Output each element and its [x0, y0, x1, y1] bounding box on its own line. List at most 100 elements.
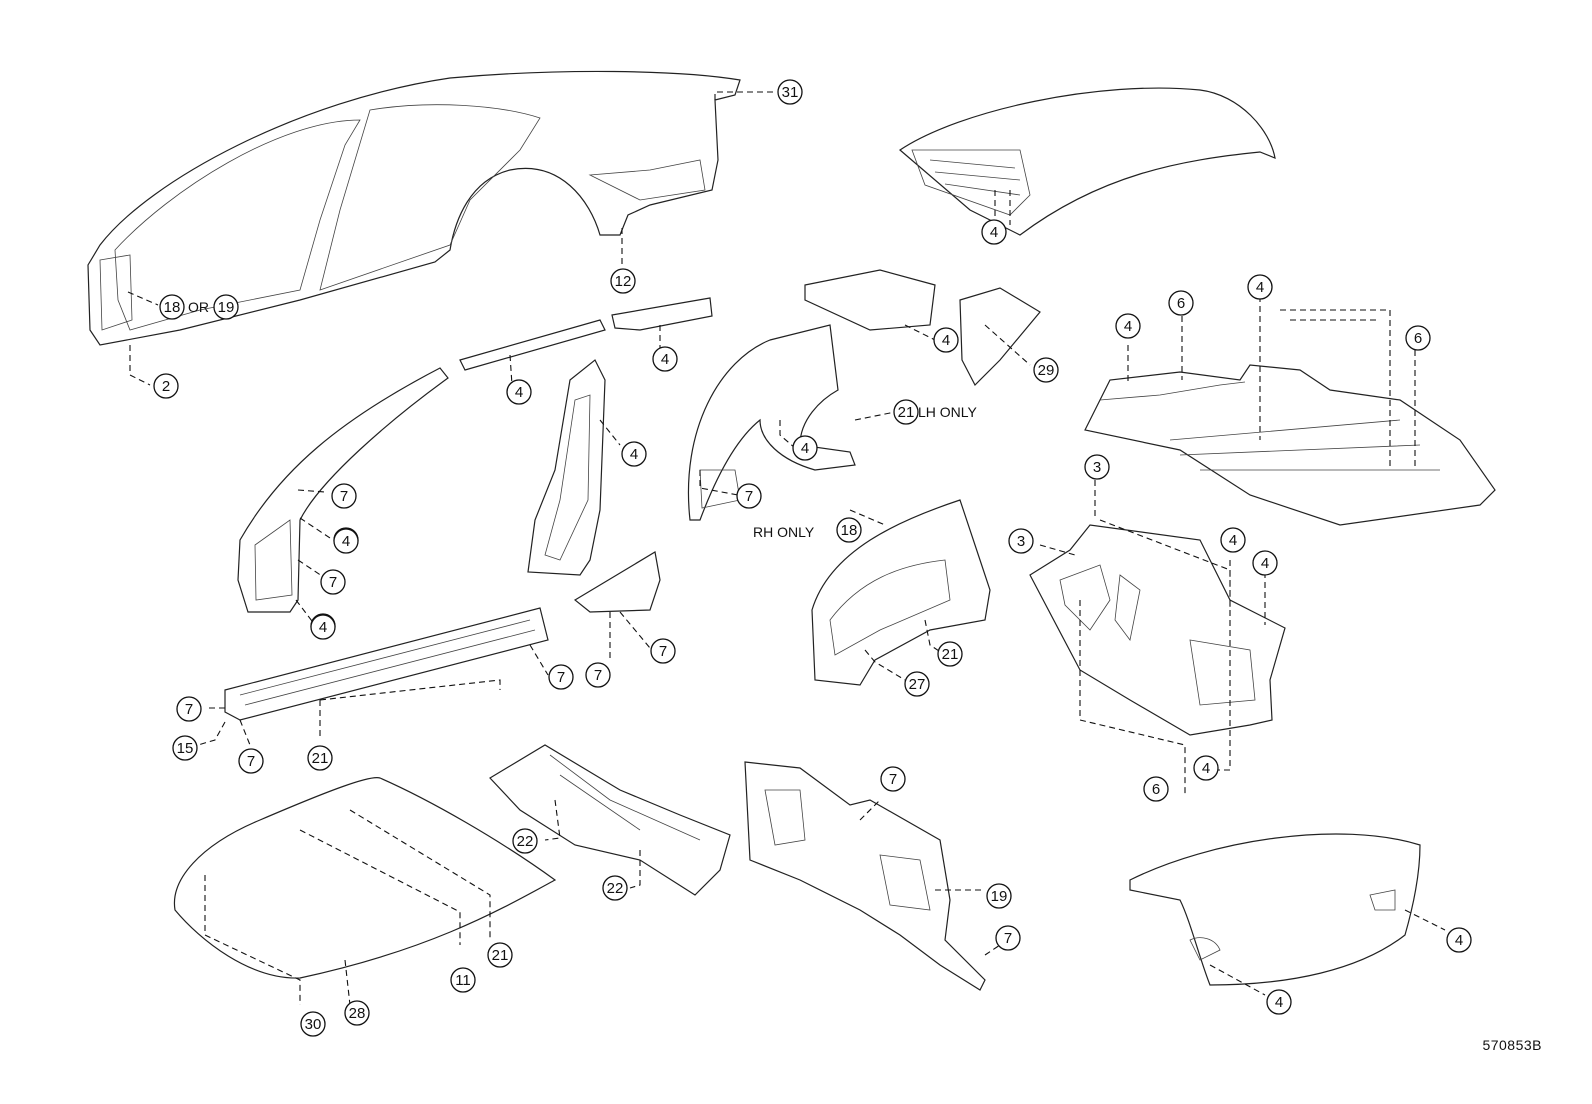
callout-21: 21 [893, 399, 919, 425]
callout-circle [610, 268, 636, 294]
side-sill [197, 551, 661, 746]
callout-circle [450, 967, 476, 993]
callout-circle [602, 875, 628, 901]
callout-22: 22 [602, 875, 628, 901]
callout-4: 4 [1220, 527, 1246, 553]
callout-19: 19 [986, 883, 1012, 909]
callout-6: 6 [1405, 325, 1431, 351]
callout-circle [1193, 755, 1219, 781]
callout-7: 7 [880, 766, 906, 792]
callout-circle [213, 294, 239, 320]
callout-circle [1115, 313, 1141, 339]
callout-18: 18 [159, 294, 185, 320]
callout-3: 3 [1084, 454, 1110, 480]
lh-only-note: LH ONLY [918, 404, 978, 420]
callout-number: 4 [1455, 932, 1463, 949]
callout-7: 7 [331, 483, 357, 509]
hood [173, 777, 557, 1006]
callout-7: 7 [548, 664, 574, 690]
callout-circle [1252, 550, 1278, 576]
callout-number: 30 [305, 1016, 322, 1033]
callout-number: 7 [889, 771, 897, 788]
callout-circle [836, 517, 862, 543]
callout-4: 4 [652, 346, 678, 372]
callout-number: 12 [615, 273, 632, 290]
callout-30: 30 [300, 1011, 326, 1037]
callout-4: 4 [1193, 755, 1219, 781]
body-side-outer-panel [87, 70, 741, 346]
callout-7: 7 [650, 638, 676, 664]
callout-number: 2 [162, 378, 170, 395]
callout-21: 21 [487, 942, 513, 968]
callout-number: 27 [909, 676, 926, 693]
callout-circle [1168, 290, 1194, 316]
rh-only-note: RH ONLY [753, 524, 815, 540]
callout-18: 18 [836, 517, 862, 543]
callout-number: 7 [745, 488, 753, 505]
callout-circle [344, 1000, 370, 1026]
callout-2: 2 [153, 373, 179, 399]
callout-7: 7 [995, 925, 1021, 951]
dash-panel [744, 761, 1001, 991]
callout-circle [621, 441, 647, 467]
callout-11: 11 [450, 967, 476, 993]
callout-number: 21 [942, 646, 959, 663]
center-pillar [527, 359, 621, 576]
callout-31: 31 [777, 79, 803, 105]
callout-circle [1266, 989, 1292, 1015]
callout-circle [506, 379, 532, 405]
callout-number: 19 [991, 888, 1008, 905]
callout-number: 7 [557, 669, 565, 686]
rear-body-panel [1029, 480, 1286, 795]
trunk-lid [1129, 833, 1446, 996]
callout-number: 4 [1261, 555, 1269, 572]
callout-circle [172, 735, 198, 761]
callout-circle [652, 346, 678, 372]
callout-number: 7 [185, 701, 193, 718]
callout-22: 22 [512, 828, 538, 854]
callout-circle [937, 641, 963, 667]
callout-circle [585, 662, 611, 688]
callout-circle [307, 745, 333, 771]
callout-circle [331, 483, 357, 509]
callout-circle [904, 671, 930, 697]
callout-4: 4 [1115, 313, 1141, 339]
callout-number: 4 [661, 351, 669, 368]
callout-circle [1143, 776, 1169, 802]
callout-circle [153, 373, 179, 399]
callout-circle [310, 614, 336, 640]
callout-number: 7 [329, 574, 337, 591]
cowl-top-panel [489, 744, 731, 896]
callout-number: 3 [1017, 533, 1025, 550]
callout-number: 4 [1124, 318, 1132, 335]
callout-6: 6 [1168, 290, 1194, 316]
callout-4: 4 [1446, 927, 1472, 953]
callout-19: 19 [213, 294, 239, 320]
callout-7: 7 [320, 569, 346, 595]
callout-number: 11 [455, 972, 471, 989]
callout-number: 28 [349, 1005, 366, 1022]
callout-circle [933, 327, 959, 353]
callout-number: 4 [1256, 279, 1264, 296]
diagram-code-label: 570853B [1482, 1037, 1542, 1053]
callout-4: 4 [981, 219, 1007, 245]
callout-circle [777, 79, 803, 105]
callout-circle [159, 294, 185, 320]
callout-7: 7 [176, 696, 202, 722]
roof-panel [899, 87, 1276, 236]
callout-4: 4 [333, 528, 359, 554]
callout-4: 4 [792, 435, 818, 461]
callout-circle [333, 528, 359, 554]
callout-circle [792, 435, 818, 461]
rear-floor-pan [1084, 296, 1496, 526]
callout-3: 3 [1008, 528, 1034, 554]
callout-circle [893, 399, 919, 425]
callout-circle [238, 748, 264, 774]
callout-circle [1084, 454, 1110, 480]
callout-number: 7 [594, 667, 602, 684]
callout-number: 21 [492, 947, 509, 964]
callout-6: 6 [1143, 776, 1169, 802]
callout-28: 28 [344, 1000, 370, 1026]
